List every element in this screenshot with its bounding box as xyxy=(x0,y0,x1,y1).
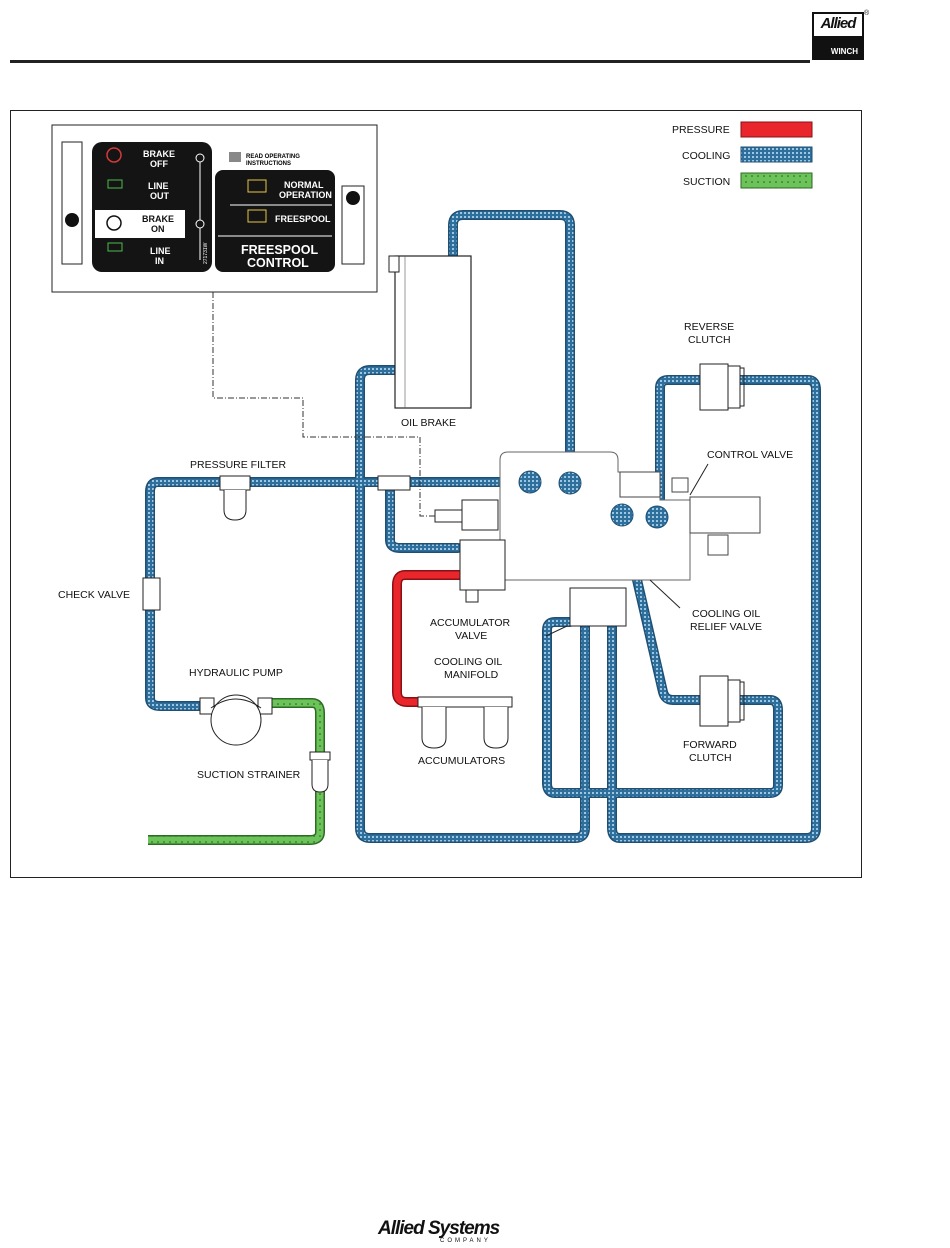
panel-read-instr-2: INSTRUCTIONS xyxy=(246,161,291,167)
reverse-clutch xyxy=(699,363,745,411)
legend-label-cooling: COOLING xyxy=(682,150,730,162)
legend-swatch-suction xyxy=(740,172,813,189)
label-reverse-clutch-1: REVERSE xyxy=(684,321,734,333)
suction-line xyxy=(148,698,325,845)
legend-swatch-pressure xyxy=(740,121,813,138)
label-forward-clutch-2: CLUTCH xyxy=(689,752,732,764)
oil-brake xyxy=(388,255,472,409)
panel-normal-2: OPERATION xyxy=(279,190,332,200)
panel-brake-off-2: OFF xyxy=(150,159,168,169)
allied-systems-sub: COMPANY xyxy=(440,1238,491,1244)
panel-control-1: FREESPOOL xyxy=(241,243,318,257)
check-valve xyxy=(142,577,161,611)
panel-freespool: FREESPOOL xyxy=(275,214,331,224)
label-suction-strainer: SUCTION STRAINER xyxy=(197,769,301,781)
label-relief-valve-1: COOLING OIL xyxy=(692,608,760,620)
panel-line-in-2: IN xyxy=(155,256,164,266)
legend xyxy=(740,121,813,189)
label-check-valve: CHECK VALVE xyxy=(58,589,130,601)
logo-bottom-text: WINCH xyxy=(814,36,862,58)
panel-line-out-2: OUT xyxy=(150,191,170,201)
forward-clutch xyxy=(699,675,745,727)
accumulator-valve xyxy=(434,499,506,603)
label-forward-clutch-1: FORWARD xyxy=(683,739,737,751)
registered-mark: ® xyxy=(864,10,870,17)
label-accumulator-valve-2: VALVE xyxy=(455,630,487,642)
diagram-frame xyxy=(10,110,862,878)
label-control-valve: CONTROL VALVE xyxy=(707,449,793,461)
accumulators xyxy=(417,696,513,749)
header-rule xyxy=(10,60,810,63)
panel-read-instr-1: READ OPERATING xyxy=(246,154,300,160)
panel-line-in-1: LINE xyxy=(150,246,171,256)
label-pressure-filter: PRESSURE FILTER xyxy=(190,459,286,471)
panel-line-out-1: LINE xyxy=(148,181,169,191)
legend-label-suction: SUCTION xyxy=(683,176,730,188)
legend-label-pressure: PRESSURE xyxy=(672,124,730,136)
panel-side-code: 271731W xyxy=(203,242,209,264)
control-panel-inset xyxy=(51,124,378,293)
logo-top-text: Allied xyxy=(814,14,862,34)
pressure-filter xyxy=(219,475,251,521)
hydraulic-pump xyxy=(199,694,273,746)
pressure-line xyxy=(392,570,490,707)
control-linkage xyxy=(212,292,440,517)
legend-swatch-cooling xyxy=(740,146,813,163)
tee-fitting xyxy=(377,475,411,491)
panel-normal-1: NORMAL xyxy=(284,180,324,190)
allied-systems-logo: Allied Systems xyxy=(378,1218,500,1239)
suction-strainer xyxy=(309,751,331,793)
label-cooling-manifold-1: COOLING OIL xyxy=(434,656,502,668)
label-cooling-manifold-2: MANIFOLD xyxy=(444,669,499,681)
label-relief-valve-2: RELIEF VALVE xyxy=(690,621,762,633)
panel-brake-on-1: BRAKE xyxy=(142,214,174,224)
panel-control-2: CONTROL xyxy=(247,256,309,270)
allied-winch-logo: Allied WINCH xyxy=(812,12,864,60)
control-valve-block xyxy=(499,451,761,581)
label-oil-brake: OIL BRAKE xyxy=(401,417,456,429)
label-hydraulic-pump: HYDRAULIC PUMP xyxy=(189,667,283,679)
label-accumulator-valve-1: ACCUMULATOR xyxy=(430,617,511,629)
label-accumulators: ACCUMULATORS xyxy=(418,755,505,767)
cooling-oil-manifold xyxy=(569,587,627,627)
leader-lines xyxy=(545,463,709,637)
panel-brake-off-1: BRAKE xyxy=(143,149,175,159)
panel-brake-on-2: ON xyxy=(151,224,165,234)
label-reverse-clutch-2: CLUTCH xyxy=(688,334,731,346)
